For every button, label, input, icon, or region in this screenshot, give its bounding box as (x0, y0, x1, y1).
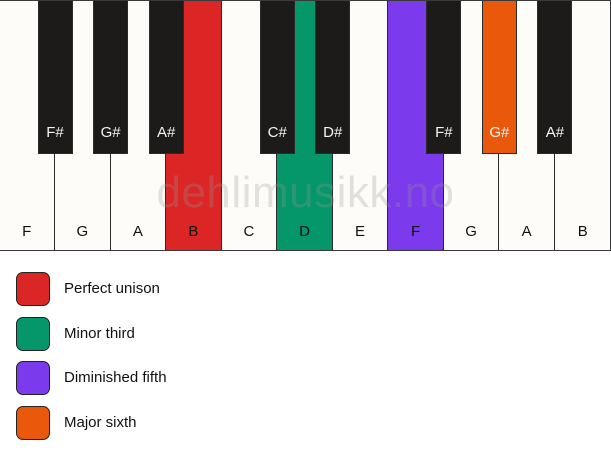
piano-keyboard: F G A B C D E F G A B F# G# A# C# D# F# G# A# (0, 0, 611, 251)
black-key-f-sharp[interactable]: F# (426, 1, 462, 154)
key-label: B (577, 223, 588, 240)
key-label: F (22, 223, 32, 240)
black-key-f-sharp[interactable]: F# (37, 1, 73, 154)
legend-swatch (16, 272, 50, 306)
black-key-a-sharp[interactable]: A# (537, 1, 573, 154)
key-label: A (521, 223, 532, 240)
key-label: D (299, 223, 310, 240)
key-label: A# (156, 124, 176, 141)
key-label: F# (46, 124, 64, 141)
legend-label: Perfect unison (64, 280, 160, 297)
key-label: G (76, 223, 89, 240)
key-label: A# (545, 124, 565, 141)
key-label: C (243, 223, 255, 240)
key-label: D# (323, 124, 343, 141)
key-label: F (410, 223, 421, 240)
black-key-c-sharp[interactable]: C# (259, 1, 295, 154)
black-key-g-sharp[interactable]: G# (93, 1, 129, 154)
key-label: E (355, 223, 366, 240)
key-label: G# (100, 124, 121, 141)
legend-swatch (16, 406, 50, 441)
key-label: F# (435, 124, 453, 141)
black-key-a-sharp[interactable]: A# (148, 1, 184, 154)
key-label: G# (489, 124, 510, 141)
key-label: G (465, 223, 477, 240)
key-label: A (132, 223, 143, 240)
black-key-d-sharp[interactable]: D# (315, 1, 351, 154)
key-label: B (188, 223, 199, 240)
legend-swatch (16, 316, 50, 351)
legend-swatch (16, 361, 50, 396)
legend-label: Major sixth (64, 414, 137, 432)
black-key-g-sharp[interactable]: G# (481, 1, 517, 154)
key-label: C# (267, 124, 287, 141)
legend-label: Diminished fifth (64, 369, 167, 387)
legend-label: Minor third (64, 324, 135, 342)
